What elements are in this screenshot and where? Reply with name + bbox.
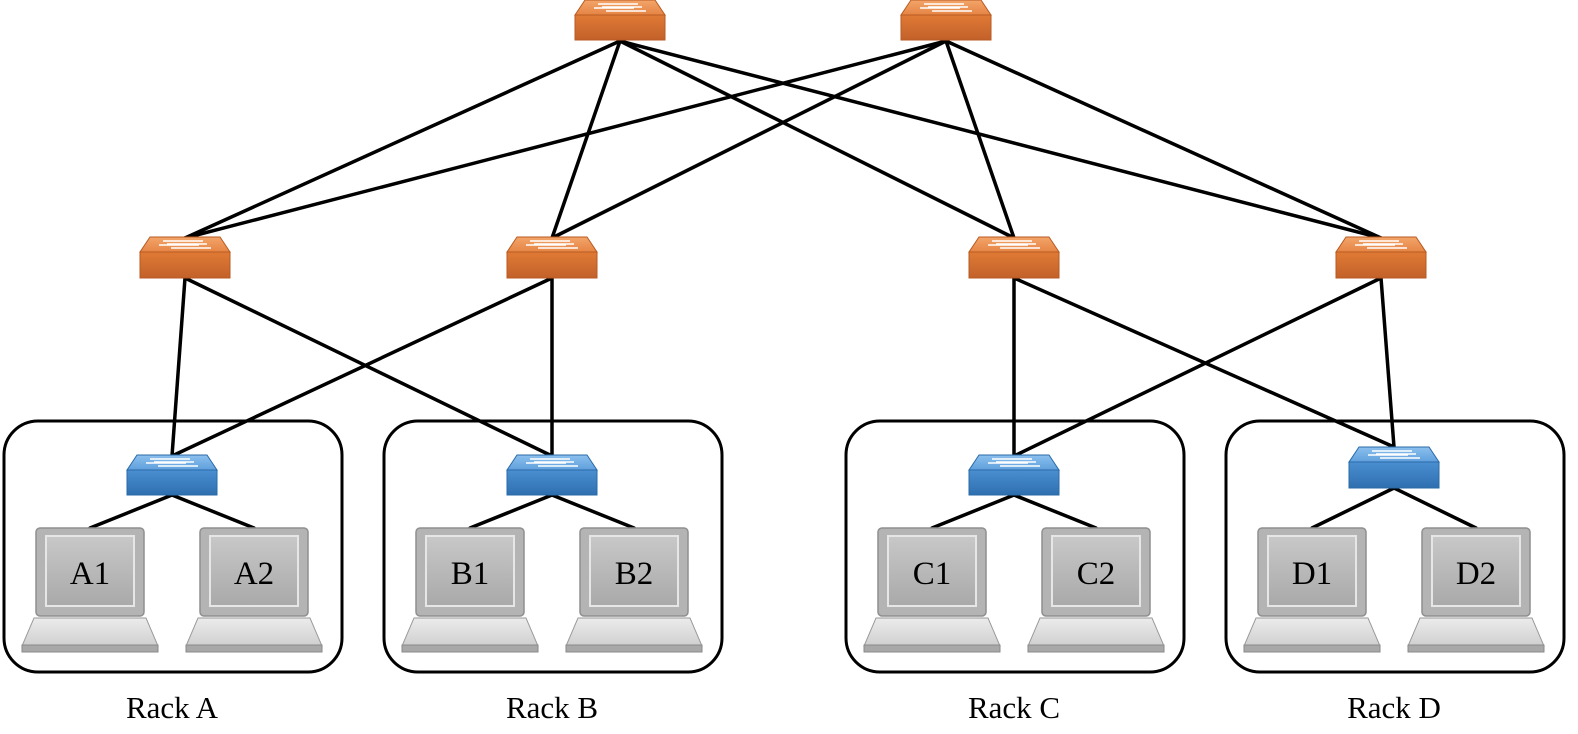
link-core1-agg4 [618, 39, 1383, 240]
tor-switch-rack-b [506, 454, 598, 496]
link-core1-agg2 [550, 39, 622, 240]
aggregation-switch-4 [1335, 236, 1427, 279]
link-agg2-tor-a [170, 276, 554, 458]
link-tor-a-a2 [170, 493, 256, 530]
link-agg1-tor-b [183, 276, 554, 458]
laptop-icon[interactable]: D1 [1243, 527, 1381, 653]
link-tor-c-c1 [930, 493, 1016, 530]
network-switch-icon[interactable] [968, 236, 1060, 279]
laptop-icon[interactable]: A1 [21, 527, 159, 653]
rack-label: Rack A [126, 690, 219, 725]
link-agg4-tor-c [1012, 276, 1383, 458]
laptop-icon[interactable]: A2 [185, 527, 323, 653]
aggregation-switch-3 [968, 236, 1060, 279]
link-tor-d-d2 [1392, 486, 1478, 530]
network-switch-icon[interactable] [506, 454, 598, 496]
host-label: A1 [70, 556, 110, 592]
link-tor-c-c2 [1012, 493, 1098, 530]
rack-label: Rack C [968, 690, 1060, 725]
network-switch-icon[interactable] [574, 0, 666, 41]
laptop-icon[interactable]: C2 [1027, 527, 1165, 653]
tor-switch-rack-a [126, 454, 218, 496]
host-label: A2 [234, 556, 274, 592]
host-label: B2 [615, 556, 654, 592]
network-switch-icon[interactable] [506, 236, 598, 279]
link-tor-b-b2 [550, 493, 636, 530]
laptop-icon[interactable]: B1 [401, 527, 539, 653]
aggregation-switch-1 [139, 236, 231, 279]
tor-switch-rack-d [1348, 446, 1440, 489]
link-agg1-tor-a [170, 276, 187, 458]
host-label: C2 [1077, 556, 1116, 592]
network-switch-icon[interactable] [126, 454, 218, 496]
network-switch-icon[interactable] [900, 0, 992, 41]
core-switch-2 [900, 0, 992, 41]
network-switch-icon[interactable] [1348, 446, 1440, 489]
network-switch-icon[interactable] [139, 236, 231, 279]
aggregation-switch-2 [506, 236, 598, 279]
link-tor-a-a1 [88, 493, 174, 530]
link-core1-agg3 [618, 39, 1016, 240]
host-label: D1 [1292, 556, 1332, 592]
host-label: D2 [1456, 556, 1496, 592]
link-core2-agg4 [944, 39, 1383, 240]
network-switch-icon[interactable] [1335, 236, 1427, 279]
link-tor-b-b1 [468, 493, 554, 530]
network-switch-icon[interactable] [968, 454, 1060, 496]
tor-switch-rack-c [968, 454, 1060, 496]
link-agg4-tor-d [1379, 276, 1396, 449]
laptop-icon[interactable]: D2 [1407, 527, 1545, 653]
rack-label: Rack B [506, 690, 598, 725]
core-switch-1 [574, 0, 666, 41]
host-label: B1 [451, 556, 490, 592]
laptop-icon[interactable]: C1 [863, 527, 1001, 653]
link-core2-agg1 [183, 39, 948, 240]
link-tor-d-d1 [1310, 486, 1396, 530]
link-core2-agg3 [944, 39, 1016, 240]
rack-box [1224, 419, 1566, 674]
link-core2-agg2 [550, 39, 948, 240]
laptop-icon[interactable]: B2 [565, 527, 703, 653]
rack-label: Rack D [1347, 690, 1441, 725]
host-label: C1 [913, 556, 952, 592]
link-core1-agg1 [183, 39, 622, 240]
